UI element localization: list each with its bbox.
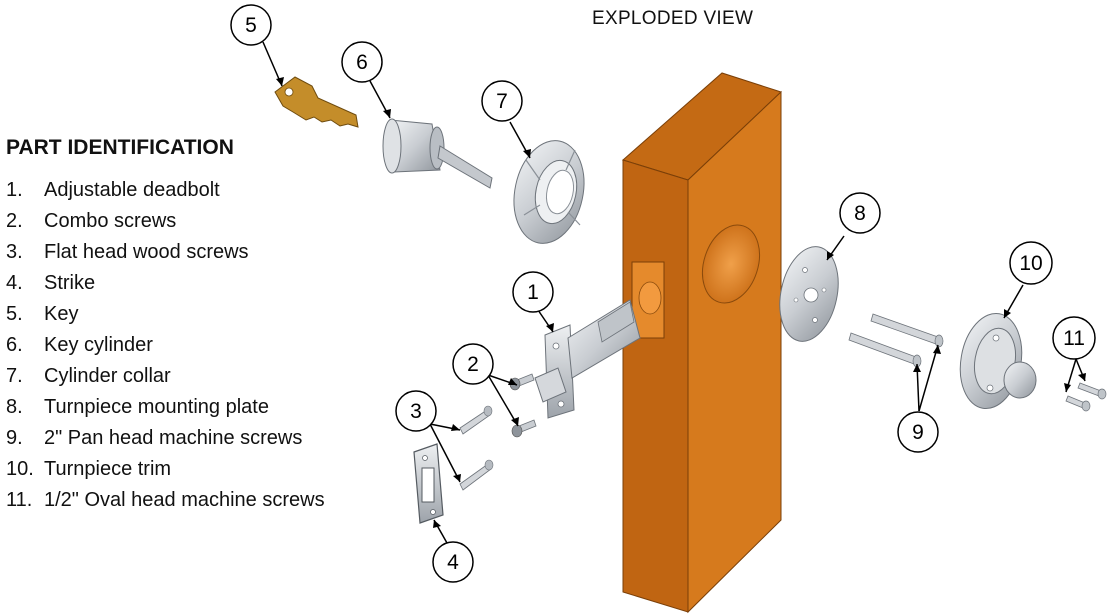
oval-head-screws	[1065, 382, 1107, 412]
part-label: Turnpiece trim	[44, 458, 172, 480]
callout-8-label: 8	[854, 202, 866, 225]
part-item: 5. Key	[6, 302, 325, 333]
part-number: 2.	[6, 210, 23, 232]
callout-10: 10	[1009, 241, 1053, 285]
part-item: 3. Flat head wood screws	[6, 240, 325, 271]
key	[274, 76, 359, 128]
strike-plate	[413, 443, 444, 524]
pan-head-screws	[848, 313, 944, 368]
callout-9-label: 9	[912, 421, 924, 444]
part-item: 11. 1/2" Oval head machine screws	[6, 488, 325, 519]
part-item: 1. Adjustable deadbolt	[6, 178, 325, 209]
callout-8: 8	[839, 192, 881, 234]
part-label: Cylinder collar	[44, 365, 171, 387]
callout-4-label: 4	[447, 551, 459, 574]
callout-6: 6	[341, 41, 383, 83]
cylinder-collar	[513, 140, 585, 244]
part-label: 2" Pan head machine screws	[44, 427, 303, 449]
leader-3b	[429, 423, 461, 483]
part-number: 11.	[6, 489, 33, 511]
part-item: 6. Key cylinder	[6, 333, 325, 364]
callout-5: 5	[230, 4, 272, 46]
door-side-face	[622, 159, 689, 613]
part-label: Key	[44, 303, 79, 325]
adjustable-deadbolt	[534, 299, 641, 419]
callout-6-label: 6	[356, 51, 368, 74]
edge-bore-hole	[638, 281, 662, 315]
leader-9b	[918, 344, 939, 412]
callout-11-label: 11	[1063, 327, 1085, 350]
part-item: 8. Turnpiece mounting plate	[6, 395, 325, 426]
callout-4: 4	[432, 541, 474, 583]
part-number: 6.	[6, 334, 23, 356]
part-number: 3.	[6, 241, 23, 263]
callout-2-label: 2	[467, 353, 479, 376]
part-item: 2. Combo screws	[6, 209, 325, 240]
part-item: 9. 2" Pan head machine screws	[6, 426, 325, 457]
part-number: 4.	[6, 272, 23, 294]
part-number: 1.	[6, 179, 23, 201]
callout-1: 1	[512, 271, 554, 313]
callout-3: 3	[395, 390, 437, 432]
part-number: 5.	[6, 303, 23, 325]
part-label: Turnpiece mounting plate	[44, 396, 269, 418]
part-number: 8.	[6, 396, 23, 418]
part-label: Flat head wood screws	[44, 241, 249, 263]
callout-9: 9	[897, 411, 939, 453]
parts-list: 1. Adjustable deadbolt 2. Combo screws 3. Fla…	[6, 178, 325, 519]
part-item: 4. Strike	[6, 271, 325, 302]
wood-screws	[459, 405, 494, 491]
callout-5-label: 5	[245, 14, 257, 37]
part-label: Combo screws	[44, 210, 177, 232]
turnpiece-trim	[959, 312, 1037, 410]
callout-2: 2	[452, 343, 494, 385]
part-number: 10.	[6, 458, 34, 480]
part-number: 9.	[6, 427, 23, 449]
part-label: 1/2" Oval head machine screws	[44, 489, 325, 511]
callout-3-label: 3	[410, 400, 422, 423]
turnpiece-mounting-plate	[779, 246, 839, 342]
key-cylinder	[382, 118, 493, 189]
part-label: Key cylinder	[44, 334, 153, 356]
door-front-face	[687, 90, 782, 614]
part-item: 10. Turnpiece trim	[6, 457, 325, 488]
diagram-title: EXPLODED VIEW	[592, 8, 754, 29]
parts-heading: PART IDENTIFICATION	[6, 136, 234, 159]
callouts: 5 6 7 1 2 3 4 8	[230, 4, 1096, 583]
callout-1-label: 1	[527, 281, 539, 304]
callout-7-label: 7	[496, 90, 508, 113]
part-label: Adjustable deadbolt	[44, 179, 220, 201]
part-item: 7. Cylinder collar	[6, 364, 325, 395]
door-bore-hole	[702, 224, 760, 304]
leader-2b	[487, 374, 519, 427]
door	[621, 72, 782, 614]
callout-10-label: 10	[1019, 252, 1042, 275]
leader-arrowheads	[276, 77, 1086, 528]
callout-7: 7	[481, 80, 523, 122]
part-number: 7.	[6, 365, 23, 387]
part-label: Strike	[44, 272, 96, 294]
callout-11: 11	[1052, 316, 1096, 360]
